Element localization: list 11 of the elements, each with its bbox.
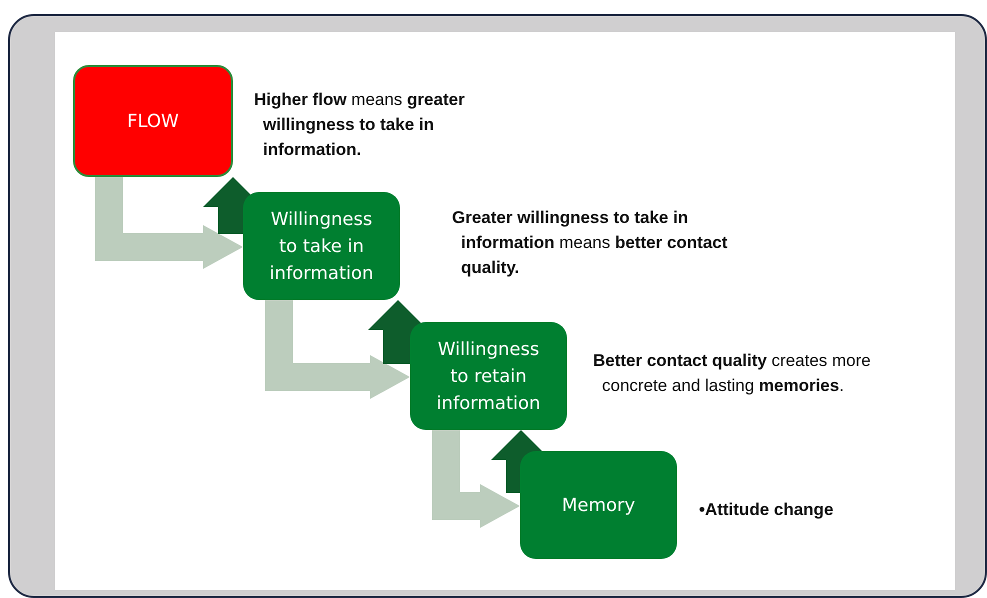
explanation-text: Better contact quality creates more concrete and lasting memories. bbox=[593, 350, 872, 397]
block-arrow bbox=[95, 177, 243, 269]
block-arrow bbox=[265, 300, 410, 399]
explanation-text: Higher flow means greater willingness to take in information. bbox=[254, 89, 466, 161]
process-box: Willingness to retain information bbox=[410, 322, 567, 430]
block-arrow bbox=[432, 430, 520, 528]
note-text: •Attitude change bbox=[699, 499, 834, 521]
explanation-text: Greater willingness to take in information means better contact quality. bbox=[452, 207, 728, 279]
process-box: FLOW bbox=[73, 65, 233, 177]
process-box: Willingness to take in information bbox=[243, 192, 400, 300]
process-box: Memory bbox=[520, 451, 677, 559]
